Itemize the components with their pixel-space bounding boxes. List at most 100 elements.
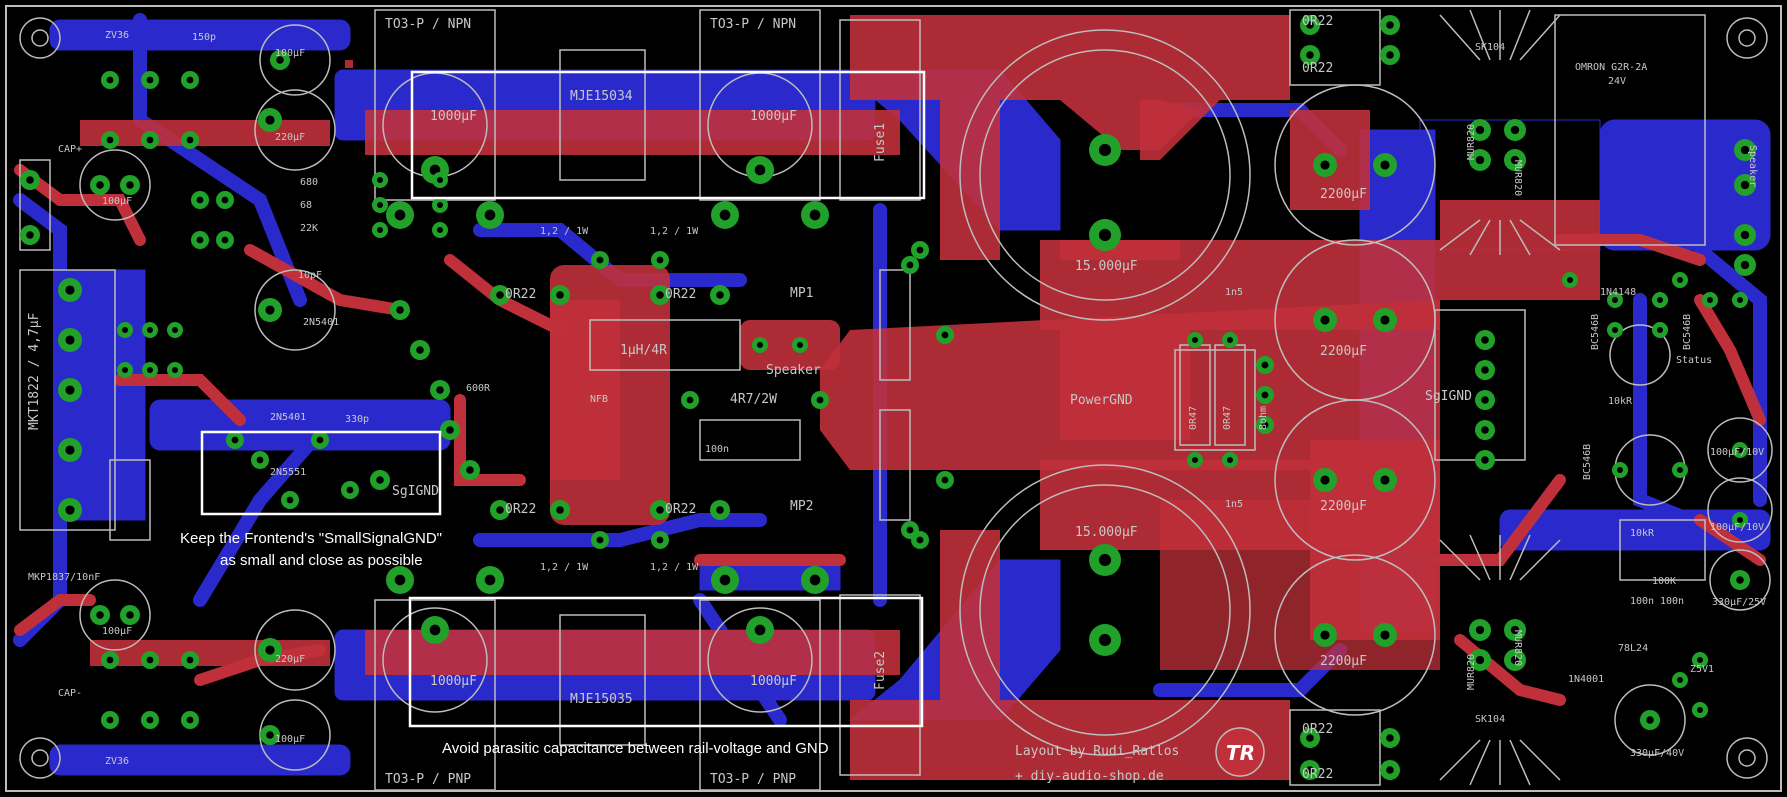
rail-box-top	[410, 70, 926, 200]
pad-hole	[146, 136, 154, 144]
label-680: 680	[300, 177, 318, 188]
pad-hole	[1261, 391, 1269, 399]
pad-hole	[466, 466, 474, 474]
pad-hole	[186, 656, 194, 664]
pad-hole	[256, 456, 264, 464]
pad-hole	[1320, 315, 1330, 325]
pad-hole	[556, 506, 564, 514]
pad-hole	[1646, 716, 1654, 724]
label-relay: OMRON G2R-2A	[1575, 62, 1647, 73]
silk-text-rotated: MKT1822 / 4,7µF Fuse1 Fuse2 MUR820 MUR82…	[27, 123, 1758, 690]
pad-hole	[1386, 51, 1394, 59]
pad-hole	[1736, 576, 1744, 584]
label-fuse2: Fuse2	[873, 651, 888, 690]
pad-hole	[1736, 446, 1744, 454]
label-bc546-3: BC546B	[1582, 444, 1593, 480]
label-330u40: 330µF/40V	[1630, 748, 1684, 759]
pad-hole	[941, 476, 949, 484]
label-1n4148: 1N4148	[1600, 287, 1636, 298]
label-nfb: NFB	[590, 394, 608, 405]
pad-hole	[265, 305, 275, 315]
top-copper-layer	[80, 15, 1600, 780]
pad-hole	[436, 176, 444, 184]
frontend-box	[200, 430, 442, 516]
pad-hole	[65, 505, 75, 515]
pad-hole	[416, 346, 424, 354]
label-2n5551: 2N5551	[270, 467, 306, 478]
label-to3-npn-1: TO3-P / NPN	[385, 17, 471, 32]
label-to3-pnp-1: TO3-P / PNP	[385, 772, 471, 787]
label-100u-4: 100µF	[102, 626, 132, 637]
label-inductor: 1µH/4R	[620, 343, 667, 358]
pad-hole	[1510, 625, 1520, 635]
pad-hole	[65, 285, 75, 295]
pad-hole	[719, 209, 731, 221]
pad-hole	[1740, 260, 1750, 270]
pad-hole	[1656, 296, 1664, 304]
label-cap1000-3: 1000µF	[430, 674, 477, 689]
label-0r22-2: 0R22	[665, 287, 696, 302]
label-0r22-6: 0R22	[1302, 61, 1333, 76]
pad-hole	[1226, 456, 1234, 464]
pad-hole	[65, 335, 75, 345]
label-mje-bottom: MJE15035	[570, 692, 633, 707]
pad-hole	[1736, 296, 1744, 304]
pad-hole	[754, 164, 766, 176]
board-outline	[5, 5, 1782, 792]
label-2200-1: 2200µF	[1320, 187, 1367, 202]
pad-hole	[146, 76, 154, 84]
label-78l24: 78L24	[1618, 643, 1648, 654]
pad-hole	[484, 574, 496, 586]
label-0r22-3: 0R22	[505, 502, 536, 517]
pad-hole	[1098, 553, 1112, 567]
pad-hole	[656, 256, 664, 264]
pad-hole	[265, 115, 275, 125]
pad-hole	[265, 645, 275, 655]
pad-hole	[1261, 421, 1269, 429]
label-68: 68	[300, 200, 312, 211]
label-mp1: MP1	[790, 286, 813, 301]
label-bc546-1: BC546B	[1590, 314, 1601, 350]
pad-hole	[1261, 361, 1269, 369]
label-1n4001: 1N4001	[1568, 674, 1604, 685]
label-6k8: 10kR	[1608, 396, 1633, 407]
pad-hole	[121, 326, 129, 334]
tr-logo: TR	[1215, 727, 1265, 777]
pad-hole	[346, 486, 354, 494]
pad-hole	[1380, 315, 1390, 325]
frontend-note-line2: as small and close as possible	[220, 552, 423, 569]
pad-hole	[1306, 51, 1314, 59]
pad-hole	[1481, 426, 1489, 434]
label-cap-minus: CAP-	[58, 688, 82, 699]
pad-hole	[429, 624, 441, 636]
pad-hole	[1611, 296, 1619, 304]
label-sg-gnd-small: SgIGND	[392, 484, 439, 499]
pad-hole	[1656, 326, 1664, 334]
label-10p: 10pF	[298, 270, 322, 281]
label-relay-v: 24V	[1608, 76, 1626, 87]
pad-hole	[1320, 475, 1330, 485]
pad-hole	[1676, 276, 1684, 284]
pad-hole	[756, 341, 764, 349]
pad-hole	[1475, 655, 1485, 665]
label-1n5-2: 1n5	[1225, 499, 1243, 510]
pad-hole	[809, 209, 821, 221]
pad-hole	[1616, 466, 1624, 474]
pad-hole	[1481, 456, 1489, 464]
pad-hole	[1566, 276, 1574, 284]
label-2200-2: 2200µF	[1320, 344, 1367, 359]
pad-hole	[1306, 734, 1314, 742]
pad-hole	[716, 291, 724, 299]
label-2n5401-1: 2N5401	[303, 317, 339, 328]
label-to3-pnp-2: TO3-P / PNP	[710, 772, 796, 787]
pad-hole	[496, 506, 504, 514]
label-sk104-bottom: SK104	[1475, 714, 1505, 725]
pad-hole	[1475, 125, 1485, 135]
label-2n5401-2: 2N5401	[270, 412, 306, 423]
pad-hole	[1380, 630, 1390, 640]
label-0r22-5: 0R22	[1302, 14, 1333, 29]
label-bc546-2: BC546B	[1682, 314, 1693, 350]
frontend-note-line1: Keep the Frontend's "SmallSignalGND"	[180, 530, 442, 547]
label-z5v1: Z5V1	[1690, 664, 1714, 675]
label-0r22-8: 0R22	[1302, 767, 1333, 782]
